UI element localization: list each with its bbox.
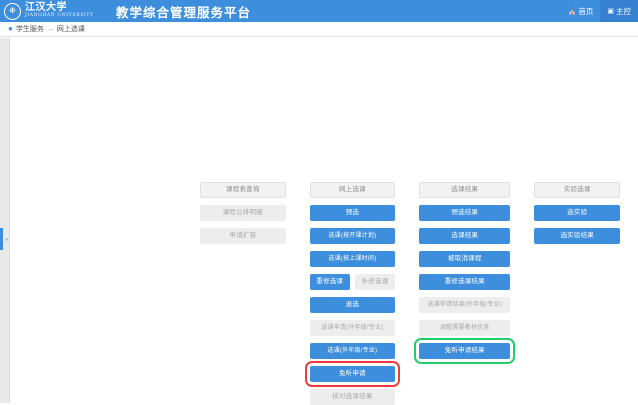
- chevron-left-icon[interactable]: ◂: [4, 236, 8, 243]
- button-drop-course[interactable]: 退选: [309, 297, 396, 313]
- column-lab-selection: 实验选课 选实验 选实验结果: [534, 182, 621, 244]
- column-selection-results: 选课结果 预选结果 选课结果 被取消课程 重修选课结果 选课申请结果(外年级/专…: [414, 182, 516, 364]
- nav-item-console[interactable]: ▣ 主控: [600, 0, 638, 22]
- button-retake-selection[interactable]: 重修选课: [309, 274, 350, 290]
- sidebar-rail: ◂: [0, 38, 10, 403]
- column-course-schedule: 课程表查询 课程公排明细 申请扩容: [200, 182, 286, 244]
- page-title: 教学综合管理服务平台: [116, 5, 252, 20]
- button-makeup-selection[interactable]: 补修选课: [354, 274, 396, 290]
- home-icon: ⛪: [567, 7, 577, 15]
- column-online-selection: 网上选课 预选 选课(按开课计划) 选课(按上课时间) 重修选课 补修选课 退选…: [304, 182, 401, 405]
- column-header-course-schedule: 课程表查询: [200, 182, 286, 198]
- brand-logo[interactable]: ❉ 江汉大学 JIANGHAN UNIVERSITY: [0, 2, 108, 20]
- button-exemption-application[interactable]: 免听申请: [304, 361, 401, 387]
- breadcrumb-item-1[interactable]: 网上选课: [56, 26, 85, 33]
- button-select-other-grade-major[interactable]: 选课(外年级/专业): [309, 343, 396, 359]
- breadcrumb: ● 学生服务 → 网上选课: [0, 22, 638, 37]
- button-course-public-detail[interactable]: 课程公排明细: [200, 205, 286, 221]
- button-adjust-textbook-info[interactable]: 调整需要教材信息: [419, 320, 511, 336]
- breadcrumb-item-0[interactable]: 学生服务: [15, 26, 44, 33]
- nav-item-home[interactable]: ⛪ 首页: [561, 0, 601, 22]
- button-selection-request-other[interactable]: 选课申请(外年级/专业): [309, 320, 396, 336]
- button-cancelled-courses[interactable]: 被取消课程: [419, 251, 511, 267]
- button-row-retake: 重修选课 补修选课: [309, 274, 396, 290]
- nav-item-home-label: 首页: [578, 6, 594, 16]
- button-select-lab[interactable]: 选实验: [534, 205, 621, 221]
- button-selection-request-result-other[interactable]: 选课申请结果(外年级/专业): [419, 297, 511, 313]
- logo-text: 江汉大学 JIANGHAN UNIVERSITY: [25, 3, 94, 19]
- menu-columns: 课程表查询 课程公排明细 申请扩容 网上选课 预选 选课(按开课计划) 选课(按…: [200, 182, 621, 405]
- header-nav: ⛪ 首页 ▣ 主控: [561, 0, 638, 22]
- button-select-by-plan[interactable]: 选课(按开课计划): [309, 228, 396, 244]
- sidebar-collapse-handle[interactable]: [0, 228, 3, 250]
- dashboard-icon: ▣: [607, 7, 614, 15]
- app-header: ❉ 江汉大学 JIANGHAN UNIVERSITY 教学综合管理服务平台 ⛪ …: [0, 0, 638, 22]
- button-pre-selection-result[interactable]: 预选结果: [419, 205, 511, 221]
- button-select-by-time[interactable]: 选课(按上课时间): [309, 251, 396, 267]
- location-pin-icon: ●: [8, 24, 13, 33]
- button-selection-result[interactable]: 选课结果: [419, 228, 511, 244]
- column-header-online-selection: 网上选课: [309, 182, 396, 198]
- column-header-lab-selection: 实验选课: [534, 182, 621, 198]
- button-retake-selection-result[interactable]: 重修选课结果: [419, 274, 511, 290]
- button-exemption-application-result[interactable]: 免听申请结果: [414, 338, 516, 364]
- column-header-selection-results: 选课结果: [419, 182, 511, 198]
- breadcrumb-separator: →: [46, 25, 54, 33]
- button-apply-expansion[interactable]: 申请扩容: [200, 228, 286, 244]
- logo-name-cn: 江汉大学: [25, 2, 67, 13]
- university-emblem-icon: ❉: [4, 2, 21, 20]
- button-pre-selection[interactable]: 预选: [309, 205, 396, 221]
- nav-item-console-label: 主控: [616, 6, 631, 16]
- button-verify-selection-result[interactable]: 核对选课结果: [309, 389, 396, 405]
- button-lab-selection-result[interactable]: 选实验结果: [534, 228, 621, 244]
- main-content: 课程表查询 课程公排明细 申请扩容 网上选课 预选 选课(按开课计划) 选课(按…: [11, 38, 638, 405]
- logo-name-en: JIANGHAN UNIVERSITY: [25, 13, 94, 18]
